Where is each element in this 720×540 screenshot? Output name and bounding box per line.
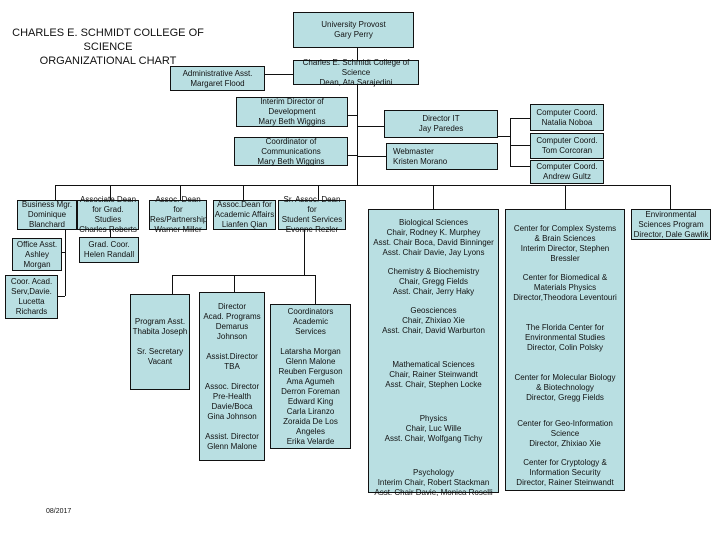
provost-box: University Provost Gary Perry xyxy=(293,12,414,48)
admin-asst-box: Administrative Asst. Margaret Flood xyxy=(170,66,265,91)
connector xyxy=(510,118,530,119)
connector xyxy=(357,156,386,157)
director-it-box: Director IT Jay Paredes xyxy=(384,110,498,138)
department-entry: Psychology Interim Chair, Robert Stackma… xyxy=(374,468,493,497)
center-entry: Center for Complex Systems & Brain Scien… xyxy=(513,224,617,263)
connector xyxy=(58,296,65,297)
director-acad-box: Director Acad. Programs Demarus Johnson … xyxy=(199,292,265,461)
dean-box: Charles E. Schmidt College of Science De… xyxy=(293,58,419,87)
computer-coord-box: Computer Coord. Tom Corcoran xyxy=(530,133,604,159)
computer-coord-box: Computer Coord. Natalia Noboa xyxy=(530,104,604,131)
connector xyxy=(55,185,56,200)
office-asst-box: Office Asst. Ashley Morgan xyxy=(12,238,62,271)
computer-coord-box: Computer Coord. Andrew Gultz xyxy=(530,160,604,184)
centers-box: Center for Complex Systems & Brain Scien… xyxy=(505,209,625,491)
connector xyxy=(172,275,173,294)
student-dean-box: Sr. Assoc. Dean for Student Services Evo… xyxy=(278,195,346,234)
connector xyxy=(565,185,566,209)
grad-dean-box: Associate Dean for Grad. Studies Charles… xyxy=(77,195,139,234)
connector xyxy=(110,185,111,200)
department-entry: Physics Chair, Luc Wille Asst. Chair, Wo… xyxy=(384,414,483,443)
department-entry: Geosciences Chair, Zhixiao Xie Asst. Cha… xyxy=(382,306,485,335)
chart-date: 08/2017 xyxy=(46,508,72,515)
connector xyxy=(510,145,530,146)
connector xyxy=(510,166,530,167)
acad-dean-box: Assoc.Dean for Academic Affairs Lianfen … xyxy=(213,200,276,230)
connector xyxy=(357,126,384,127)
connector xyxy=(348,155,357,156)
connector xyxy=(243,185,244,200)
development-box: Interim Director of Development Mary Bet… xyxy=(236,97,348,127)
connector xyxy=(265,74,293,75)
communications-box: Coordinator of Communications Mary Beth … xyxy=(234,137,348,166)
department-entry: Biological Sciences Chair, Rodney K. Mur… xyxy=(373,218,494,257)
connector xyxy=(315,275,316,304)
connector xyxy=(55,185,670,186)
res-dean-box: Assoc. Dean for Res/Partnership Warner M… xyxy=(149,195,208,234)
connector xyxy=(172,275,315,276)
program-asst-box: Program Asst. Thabita Joseph Sr. Secreta… xyxy=(130,294,190,390)
connector xyxy=(65,229,66,296)
connector xyxy=(498,136,510,137)
connector xyxy=(357,48,358,60)
connector xyxy=(234,275,235,292)
business-mgr-box: Business Mgr. Dominique Blanchard xyxy=(17,200,77,230)
connector xyxy=(433,185,434,209)
connector xyxy=(348,115,357,116)
department-entry: Chemistry & Biochemistry Chair, Gregg Fi… xyxy=(387,267,480,296)
center-entry: Center for Geo-Information Science Direc… xyxy=(517,419,613,448)
department-entry: Mathematical Sciences Chair, Rainer Stei… xyxy=(385,360,482,389)
center-entry: Center for Biomedical & Materials Physic… xyxy=(513,273,617,302)
coordinators-box: Coordinators Academic Services Latarsha … xyxy=(270,304,351,449)
connector xyxy=(318,185,319,200)
connector xyxy=(304,229,305,275)
connector xyxy=(62,252,65,253)
center-entry: Center for Molecular Biology & Biotechno… xyxy=(514,373,616,402)
environmental-box: Environmental Sciences Program Director,… xyxy=(631,209,711,240)
webmaster-box: Webmaster Kristen Morano xyxy=(386,143,498,170)
connector xyxy=(110,229,111,237)
grad-coor-box: Grad. Coor. Helen Randall xyxy=(79,237,139,263)
connector xyxy=(357,84,358,185)
coor-acad-box: Coor. Acad. Serv,Davie. Lucetta Richards xyxy=(5,275,58,319)
connector xyxy=(180,185,181,200)
center-entry: Center for Cryptology & Information Secu… xyxy=(516,458,614,487)
departments-box: Biological Sciences Chair, Rodney K. Mur… xyxy=(368,209,499,497)
center-entry: The Florida Center for Environmental Stu… xyxy=(524,323,606,352)
connector xyxy=(510,118,511,166)
chart-title: CHARLES E. SCHMIDT COLLEGE OF SCIENCE OR… xyxy=(12,27,204,67)
connector xyxy=(670,185,671,209)
